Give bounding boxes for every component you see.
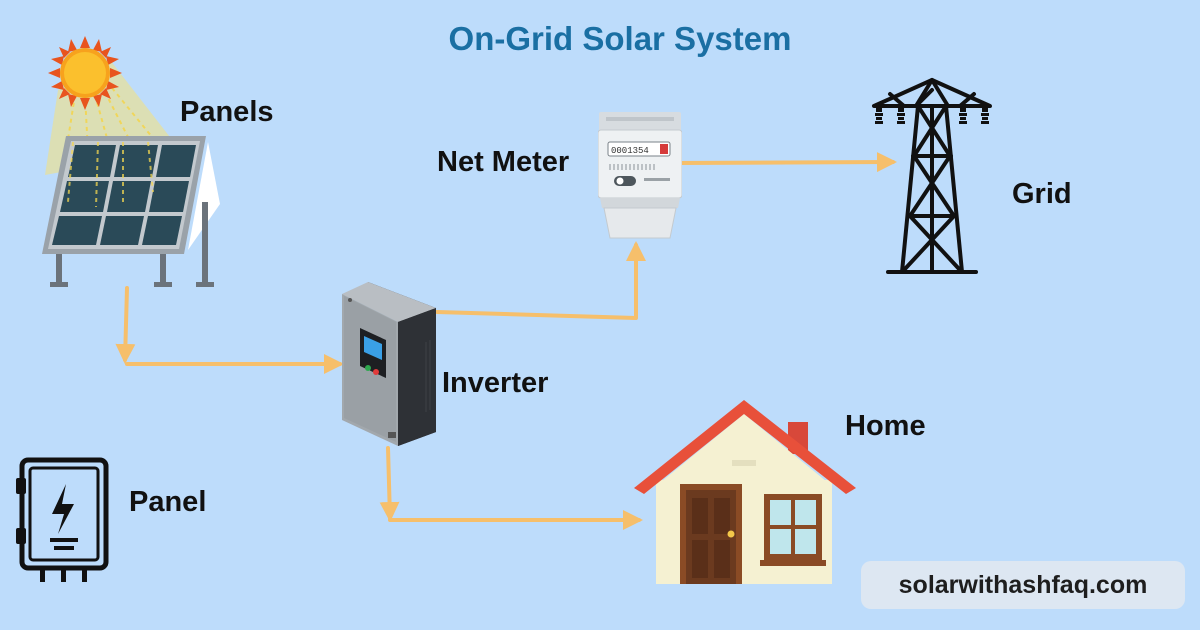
label-home: Home xyxy=(845,410,926,442)
house-icon xyxy=(634,400,856,584)
net-meter-icon: 0001354 xyxy=(598,112,682,239)
arrow-inverter-to-meter xyxy=(435,241,646,320)
inverter-icon xyxy=(342,282,436,446)
watermark-badge: solarwithashfaq.com xyxy=(861,561,1185,609)
label-panels: Panels xyxy=(180,96,274,128)
label-inverter: Inverter xyxy=(442,367,549,399)
electrical-panel-icon xyxy=(16,457,109,582)
diagram-title: On-Grid Solar System xyxy=(448,20,792,57)
arrow-panels-down xyxy=(115,286,136,364)
label-net-meter: Net Meter xyxy=(437,146,570,178)
arrow-meter-to-grid xyxy=(678,152,897,173)
label-panel: Panel xyxy=(129,486,207,518)
sun-icon xyxy=(48,36,122,110)
arrow-inverter-down xyxy=(379,446,400,522)
solar-panel-icon xyxy=(42,136,220,287)
watermark-text: solarwithashfaq.com xyxy=(898,571,1148,599)
meter-reading: 0001354 xyxy=(611,146,649,156)
label-grid: Grid xyxy=(1012,178,1072,210)
transmission-tower-icon xyxy=(872,78,992,274)
